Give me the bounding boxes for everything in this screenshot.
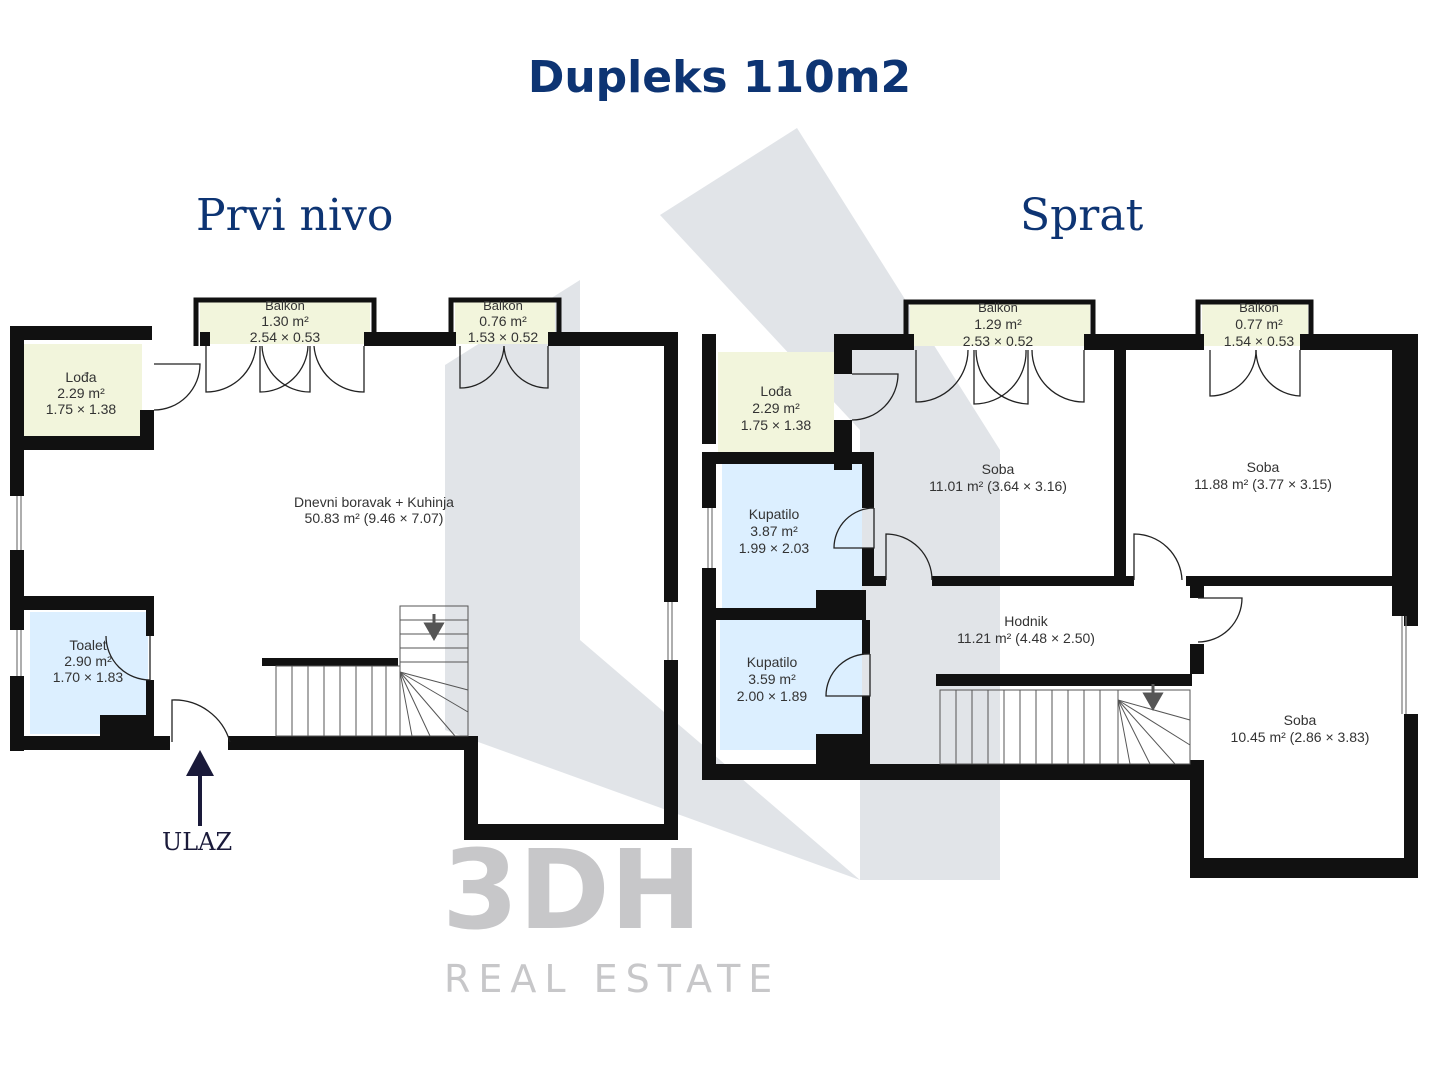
kupatilo-2-fill xyxy=(720,620,862,750)
hodnik-area: 11.21 m² (4.48 × 2.50) xyxy=(957,630,1095,646)
upper-balkon2-dims: 1.54 × 0.53 xyxy=(1224,333,1295,349)
first-toalet-name: Toalet xyxy=(69,637,106,653)
first-loda-name: Lođa xyxy=(65,369,96,385)
upper-floor-stairs xyxy=(939,689,1191,765)
kupatilo1-area: 3.87 m² xyxy=(750,523,798,539)
kupatilo2-area: 3.59 m² xyxy=(748,671,796,687)
watermark-subtitle: REAL ESTATE xyxy=(444,957,780,1001)
first-balkon2-area: 0.76 m² xyxy=(479,313,527,329)
first-loda-dims: 1.75 × 1.38 xyxy=(46,401,117,417)
first-living-area: 50.83 m² (9.46 × 7.07) xyxy=(305,510,444,526)
page-title: Dupleks 110m2 xyxy=(527,52,912,103)
upper-soba2-name: Soba xyxy=(1247,459,1280,475)
watermark-brand: 3DH xyxy=(442,826,702,954)
upper-balkon2-name: Balkon xyxy=(1239,300,1279,315)
upper-loda-area: 2.29 m² xyxy=(752,400,800,416)
first-balkon1-name: Balkon xyxy=(265,298,305,313)
upper-stair-down-arrow-icon xyxy=(1142,684,1164,712)
hodnik-name: Hodnik xyxy=(1004,613,1049,629)
first-floor-walls xyxy=(10,326,678,840)
upper-balkon2-area: 0.77 m² xyxy=(1235,316,1283,332)
first-loda-area: 2.29 m² xyxy=(57,385,105,401)
entrance-arrow-icon xyxy=(186,750,214,826)
first-living-name: Dnevni boravak + Kuhinja xyxy=(294,494,454,510)
kupatilo1-dims: 1.99 × 2.03 xyxy=(739,540,810,556)
first-toalet-dims: 1.70 × 1.83 xyxy=(53,669,124,685)
kupatilo2-dims: 2.00 × 1.89 xyxy=(737,688,808,704)
first-balkon1-dims: 2.54 × 0.53 xyxy=(250,329,321,345)
floor-title-upper: Sprat xyxy=(1020,190,1144,241)
upper-loda-fill xyxy=(718,352,834,458)
upper-balkon1-area: 1.29 m² xyxy=(974,316,1022,332)
kupatilo-1-fill xyxy=(722,464,862,608)
first-balkon1-area: 1.30 m² xyxy=(261,313,309,329)
upper-balkon1-name: Balkon xyxy=(978,300,1018,315)
upper-loda-name: Lođa xyxy=(760,383,791,399)
upper-floor-walls xyxy=(702,334,1418,878)
first-balkon2-name: Balkon xyxy=(483,298,523,313)
upper-loda-dims: 1.75 × 1.38 xyxy=(741,417,812,433)
balcony-2-fill xyxy=(455,302,555,344)
loda-fill xyxy=(24,344,142,436)
watermark: 3DH REAL ESTATE xyxy=(442,128,1000,1001)
upper-balcony-1-fill xyxy=(910,302,1090,346)
floor-title-first: Prvi nivo xyxy=(196,190,394,241)
upper-soba3-name: Soba xyxy=(1284,712,1317,728)
upper-soba1-name: Soba xyxy=(982,461,1015,477)
upper-balcony-2-fill xyxy=(1202,302,1308,346)
entrance-label: ULAZ xyxy=(162,828,232,856)
first-toalet-area: 2.90 m² xyxy=(64,653,112,669)
first-balkon2-dims: 1.53 × 0.52 xyxy=(468,329,539,345)
upper-soba3-area: 10.45 m² (2.86 × 3.83) xyxy=(1231,729,1370,745)
upper-balkon1-dims: 2.53 × 0.52 xyxy=(963,333,1034,349)
kupatilo2-name: Kupatilo xyxy=(747,654,798,670)
kupatilo1-name: Kupatilo xyxy=(749,506,800,522)
upper-soba2-area: 11.88 m² (3.77 × 3.15) xyxy=(1194,476,1332,492)
upper-soba1-area: 11.01 m² (3.64 × 3.16) xyxy=(929,478,1067,494)
stair-down-arrow-icon xyxy=(423,614,445,642)
balcony-1-fill xyxy=(200,302,370,344)
upper-floor-plan: Balkon 1.29 m² 2.53 × 0.52 Balkon 0.77 m… xyxy=(702,299,1418,878)
first-floor-stairs xyxy=(275,605,469,737)
first-floor-plan: ULAZ Balkon 1.30 m² 2.54 × 0.53 Balkon 0… xyxy=(10,297,678,856)
toalet-fill xyxy=(30,612,148,734)
